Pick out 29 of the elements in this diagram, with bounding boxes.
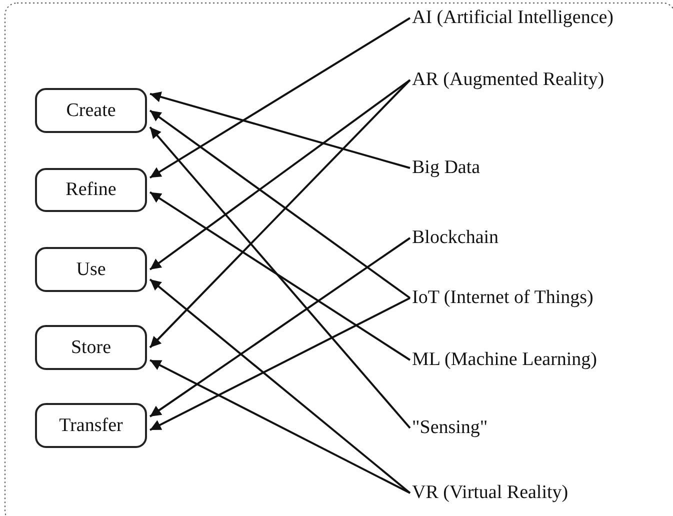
process-box xyxy=(35,325,147,370)
technology-label: VR (Virtual Reality) xyxy=(412,482,568,504)
arrow xyxy=(149,191,411,361)
arrow xyxy=(149,17,411,179)
box-label: Store xyxy=(70,336,112,358)
box-label: Refine xyxy=(66,179,116,201)
box-label: Use xyxy=(76,258,106,280)
arrow xyxy=(149,110,411,299)
process-box xyxy=(35,88,147,133)
arrow xyxy=(149,237,411,418)
arrow xyxy=(150,359,410,494)
process-box xyxy=(35,168,147,212)
technology-label: AR (Augmented Reality) xyxy=(412,69,604,91)
process-box xyxy=(35,403,147,448)
technology-label: AI (Artificial Intelligence) xyxy=(412,7,614,29)
arrow xyxy=(149,278,411,494)
arrow xyxy=(149,79,411,270)
arrow xyxy=(149,79,411,348)
technology-label: ML (Machine Learning) xyxy=(412,349,597,371)
technology-label: Blockchain xyxy=(412,227,499,249)
technology-label: "Sensing" xyxy=(412,417,488,439)
box-label: Transfer xyxy=(59,414,123,436)
box-label: Create xyxy=(66,100,116,122)
arrow xyxy=(150,297,410,431)
arrow xyxy=(150,92,410,169)
technology-label: IoT (Internet of Things) xyxy=(412,287,594,309)
process-box xyxy=(35,247,147,292)
arrow xyxy=(149,126,411,429)
technology-label: Big Data xyxy=(412,157,480,179)
